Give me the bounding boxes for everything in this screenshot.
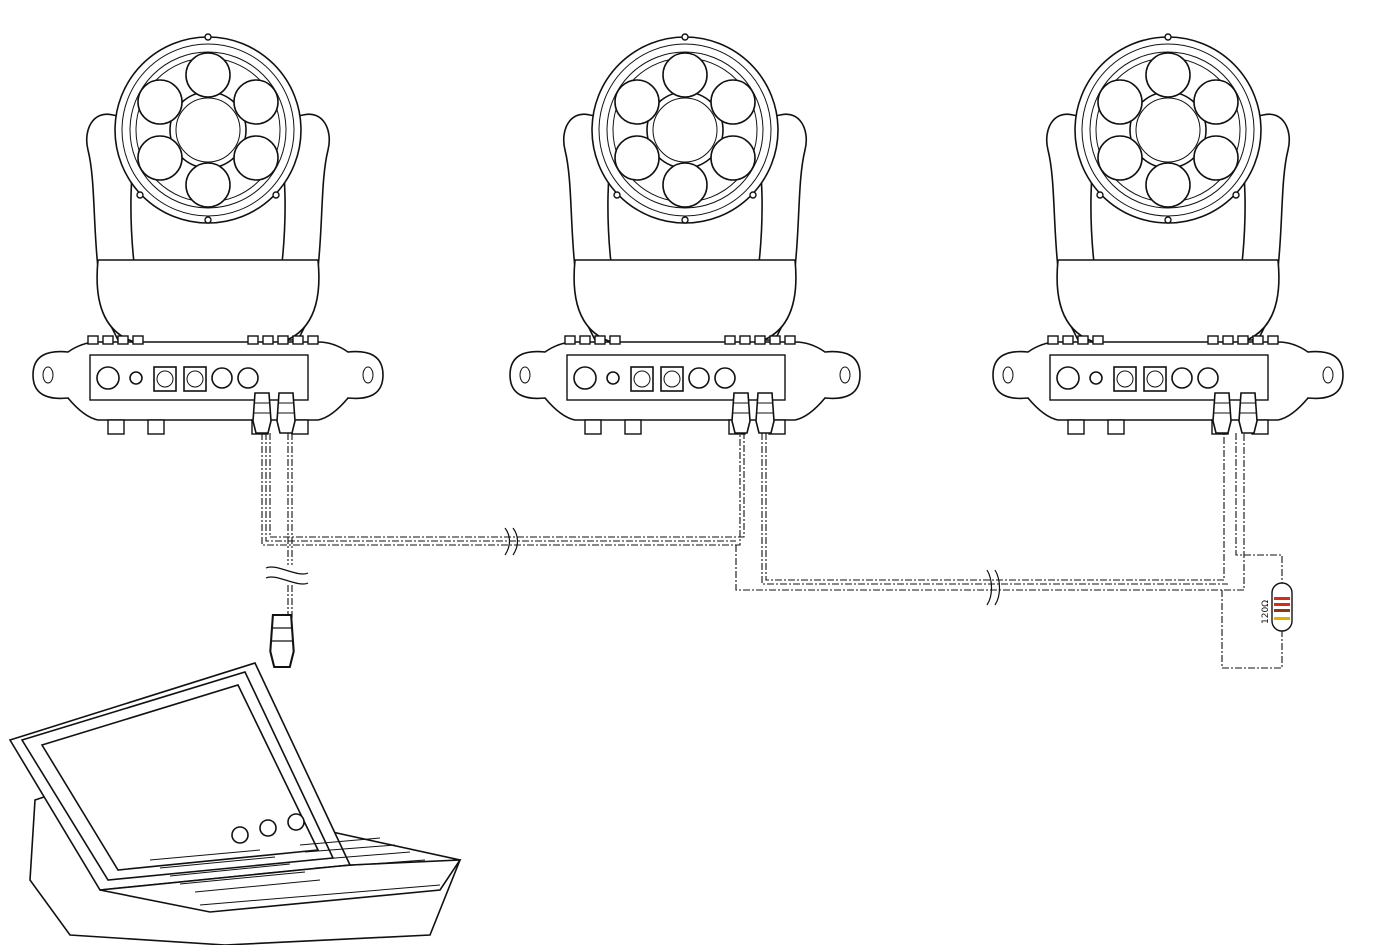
terminator-wiring (1221, 433, 1283, 669)
dmx-cable-console-to-fixture-1 (287, 433, 293, 620)
xlr-plug-icon (269, 613, 295, 669)
dmx-cable-fixture-2-to-fixture-3 (735, 433, 1245, 591)
cable-break-mark (265, 566, 309, 585)
terminator-resistor-icon (1271, 582, 1293, 632)
cable-break-mark (504, 527, 519, 556)
moving-head-fixture-1 (32, 33, 384, 435)
dmx-cable-fixture-1-to-fixture-2 (261, 433, 745, 546)
cable-break-mark (986, 569, 1001, 606)
moving-head-fixture-2 (509, 33, 861, 435)
lighting-console (8, 662, 462, 945)
resistor-label: 120Ω (1261, 600, 1271, 624)
moving-head-fixture-3 (992, 33, 1344, 435)
